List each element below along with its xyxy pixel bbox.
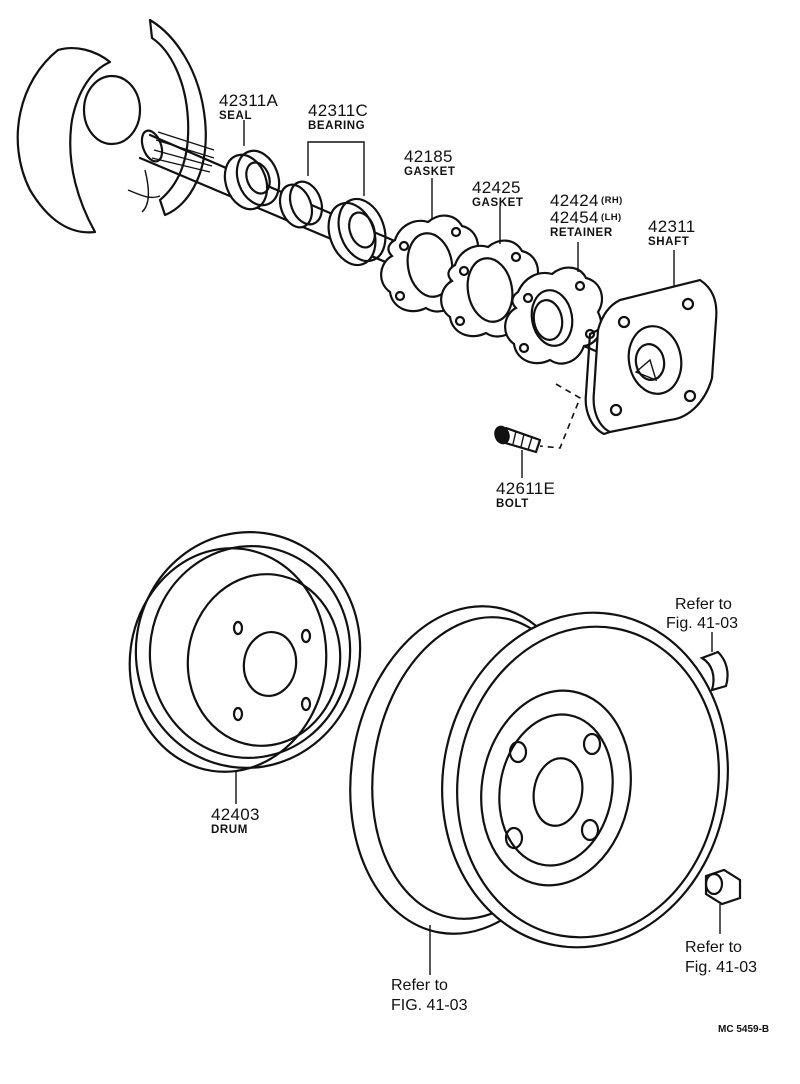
label-shaft: 42311 SHAFT (648, 217, 696, 248)
label-gasket-1: 42185 GASKET (404, 147, 456, 178)
reference-upper-right: Refer to Fig. 41-03 (666, 596, 738, 632)
shaft-number: 42311 (648, 217, 696, 236)
retainer-part (504, 242, 604, 365)
lug-nut-part (704, 868, 742, 934)
label-drum: 42403 DRUM (211, 805, 260, 836)
label-bolt: 42611E BOLT (496, 479, 555, 510)
reference-bottom: Refer to FIG. 41-03 (391, 977, 468, 1014)
reference-lower-right-line1: Refer to (685, 939, 742, 956)
gasket-2-number: 42425 (472, 178, 521, 197)
drum-name: DRUM (211, 824, 248, 836)
shaft-name: SHAFT (648, 236, 689, 248)
backing-plate-fragment (16, 18, 207, 234)
balance-weight-part (699, 632, 729, 692)
reference-lower-right-line2: Fig. 41-03 (685, 959, 757, 976)
bolt-part (494, 383, 581, 478)
seal-number: 42311A (219, 91, 279, 110)
retainer-lh: (LH) (601, 212, 622, 223)
drum-number: 42403 (211, 805, 260, 824)
bearing-number: 42311C (308, 101, 368, 120)
retainer-number-lh: 42454 (550, 208, 599, 227)
reference-bottom-line2: FIG. 41-03 (391, 997, 468, 1014)
gasket-1-name: GASKET (404, 166, 456, 178)
reference-bottom-line1: Refer to (391, 977, 448, 994)
reference-upper-right-line2: Fig. 41-03 (666, 615, 738, 632)
label-gasket-2: 42425 GASKET (472, 178, 524, 209)
lug-holes (504, 732, 602, 850)
drawing-code: MC 5459-B (718, 1024, 769, 1035)
bolt-name: BOLT (496, 498, 529, 510)
bolt-number: 42611E (496, 479, 555, 498)
shaft-flange-part (584, 250, 718, 436)
wheel-rim-part (349, 605, 729, 975)
gasket-1-number: 42185 (404, 147, 453, 166)
retainer-rh: (RH) (601, 195, 623, 206)
retainer-number-rh: 42424 (550, 191, 599, 210)
bearing-part (278, 141, 387, 267)
label-seal: 42311A SEAL (219, 91, 279, 122)
brake-drum-part (128, 531, 362, 804)
label-bearing: 42311C BEARING (308, 101, 368, 132)
seal-name: SEAL (219, 110, 252, 122)
reference-upper-right-line1: Refer to (675, 596, 732, 613)
gasket-2-name: GASKET (472, 197, 524, 209)
shaft-splines (140, 129, 215, 173)
seal-part (223, 120, 281, 211)
label-retainer: 42424 (RH) 42454 (LH) RETAINER (550, 191, 623, 239)
reference-lower-right: Refer to Fig. 41-03 (685, 939, 757, 976)
bearing-name: BEARING (308, 120, 365, 132)
retainer-name: RETAINER (550, 227, 613, 239)
